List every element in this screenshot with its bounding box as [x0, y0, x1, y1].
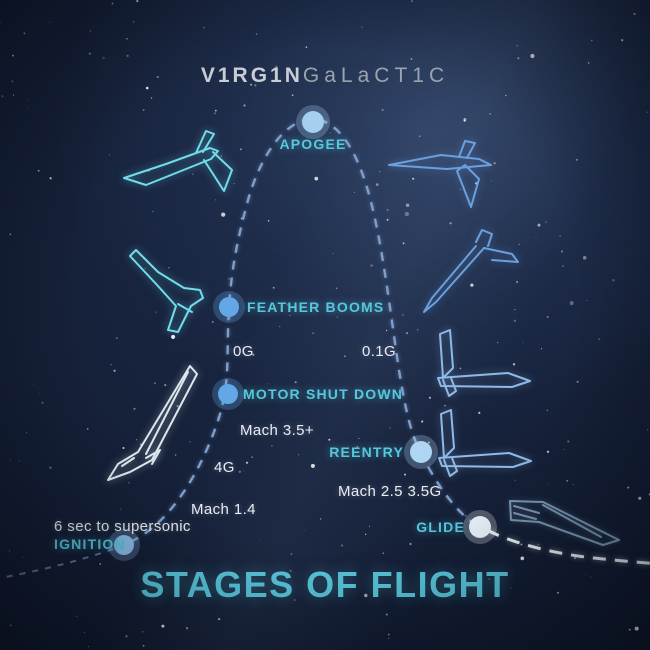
- spacecraft-feather-up-lower-icon: [438, 409, 532, 477]
- spacecraft-glide-icon: [509, 500, 620, 546]
- feather-booms-label: FEATHER BOOMS: [247, 299, 385, 315]
- trajectory-glide-segment: [486, 528, 650, 565]
- feather-booms-dot: [213, 291, 245, 323]
- logo-virgin-text: V1RG1N: [200, 64, 303, 87]
- spacecraft-feather-up-icon: [437, 329, 531, 397]
- spacecraft-climbing-icon: [129, 249, 204, 333]
- zero-g-annotation: 0G: [233, 343, 254, 360]
- page-title: STAGES OF FLIGHT: [140, 564, 510, 605]
- mach-2-5-annotation: Mach 2.5 3.5G: [338, 483, 442, 500]
- glide-dot: [463, 510, 497, 544]
- motor-shut-down-label: MOTOR SHUT DOWN: [243, 386, 404, 402]
- supersonic-annotation: 6 sec to supersonic: [54, 518, 191, 535]
- spacecraft-feathered-apogee-right-icon: [388, 140, 492, 208]
- glide-label: GLIDE: [416, 519, 465, 535]
- logo-galactic-text: GaLaCT1C: [302, 64, 450, 87]
- mach-1-4-annotation: Mach 1.4: [191, 501, 256, 518]
- mach-3-5-annotation: Mach 3.5+: [240, 422, 315, 439]
- four-g-annotation: 4G: [214, 459, 235, 476]
- trajectory-ascent-descent-segment: [129, 117, 479, 544]
- motor-shut-down-dot: [212, 378, 244, 410]
- ignition-label: IGNITION: [54, 536, 126, 552]
- spacecraft-boost-rocket-icon: [107, 365, 198, 481]
- spacecraft-feathered-descending-icon: [423, 229, 519, 313]
- reentry-dot: [404, 435, 438, 469]
- spacecraft-feathered-apogee-left-icon: [123, 130, 233, 192]
- reentry-label: REENTRY: [329, 444, 404, 460]
- virgin-galactic-logo: V1RG1NGaLaCT1C: [0, 64, 650, 88]
- apogee-label: APOGEE: [279, 136, 347, 152]
- point-one-g-annotation: 0.1G: [362, 343, 397, 360]
- apogee-dot: [296, 105, 330, 139]
